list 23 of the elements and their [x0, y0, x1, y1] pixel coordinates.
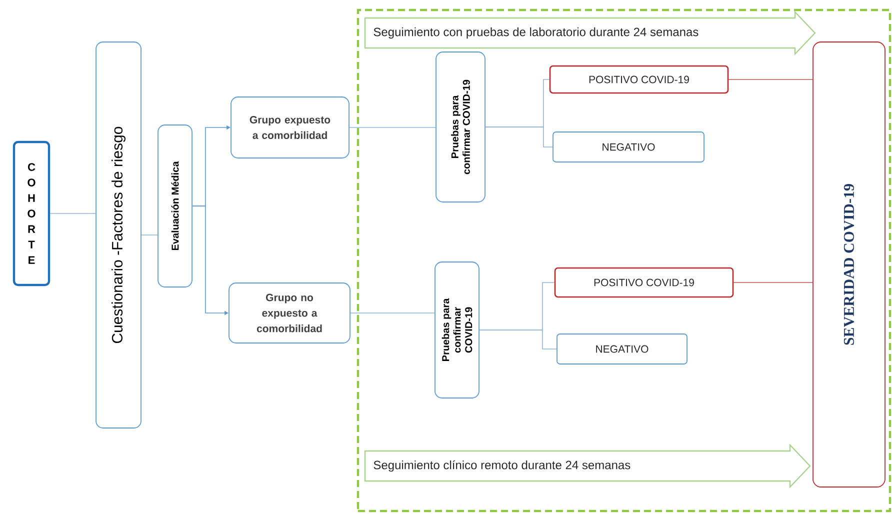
test-box: Pruebas para confirmar COVID-19	[434, 262, 480, 398]
test-box: Pruebas para confirmar COVID-19	[436, 52, 486, 202]
group-box: Grupo expuesto a comorbilidad	[230, 96, 350, 158]
connector	[728, 79, 813, 80]
connector	[733, 282, 813, 283]
follow-up-banner: Seguimiento con pruebas de laboratorio durante 24 semanas	[364, 10, 816, 56]
result-box: NEGATIVO	[552, 132, 704, 162]
result-box: NEGATIVO	[556, 334, 688, 364]
connector	[141, 234, 158, 236]
connector	[349, 127, 436, 128]
connector	[350, 312, 435, 314]
cohort-box: COHORTE	[12, 140, 50, 286]
connector	[485, 126, 553, 148]
follow-up-banner: Seguimiento clínico remoto durante 24 semanas	[364, 444, 811, 488]
questionnaire-box: Cuestionario -Factores de riesgo	[96, 42, 142, 428]
connector	[479, 330, 557, 350]
result-box: POSITIVO COVID-19	[549, 65, 729, 94]
group-box: Grupo no expuesto a comorbilidad	[228, 282, 350, 344]
severity-box: SEVERIDAD COVID-19	[812, 42, 886, 488]
evaluation-box: Evaluación Médica	[158, 124, 192, 288]
follow-up-frame	[356, 8, 892, 512]
connector	[50, 213, 96, 214]
result-box: POSITIVO COVID-19	[554, 267, 734, 298]
